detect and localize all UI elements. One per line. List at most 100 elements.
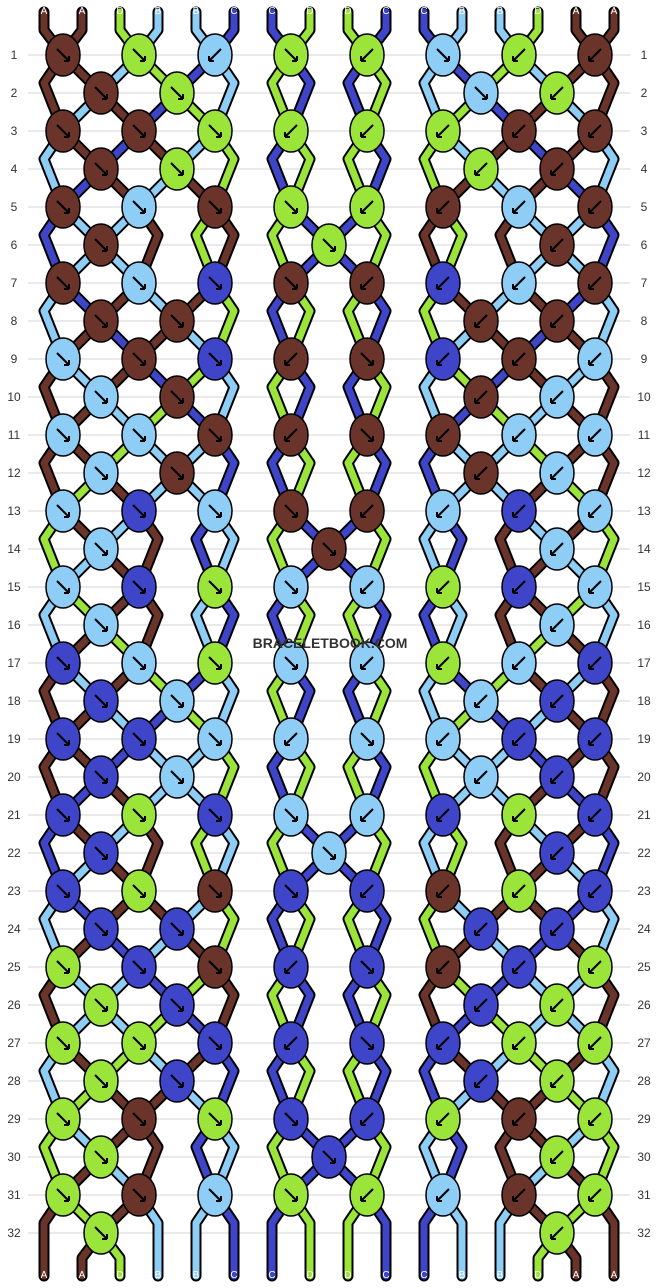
knot — [45, 185, 81, 229]
knot — [463, 755, 499, 799]
arrow-icon — [56, 428, 70, 442]
knot — [121, 109, 157, 153]
knot — [121, 185, 157, 229]
arrow-icon — [56, 276, 70, 290]
knot — [463, 71, 499, 115]
knot — [121, 261, 157, 305]
arrow-icon — [132, 884, 146, 898]
arrow-icon — [550, 770, 564, 784]
knot — [83, 983, 119, 1027]
knot — [45, 1097, 81, 1141]
knot — [83, 527, 119, 571]
arrow-icon — [360, 504, 374, 518]
arrow-icon — [56, 656, 70, 670]
row-number-right: 29 — [637, 1112, 651, 1126]
arrow-icon — [56, 1036, 70, 1050]
knot — [425, 185, 461, 229]
arrow-icon — [550, 846, 564, 860]
knot — [539, 831, 575, 875]
arrow-icon — [132, 1188, 146, 1202]
arrow-icon — [56, 732, 70, 746]
string-label: D — [306, 1270, 313, 1281]
knot — [159, 983, 195, 1027]
row-number-right: 27 — [637, 1036, 651, 1050]
arrow-icon — [94, 618, 108, 632]
knot — [577, 869, 613, 913]
knot — [83, 1059, 119, 1103]
arrow-icon — [474, 86, 488, 100]
arrow-icon — [512, 808, 526, 822]
knot — [577, 945, 613, 989]
arrow-icon — [436, 276, 450, 290]
knot — [121, 565, 157, 609]
row-number-right: 17 — [637, 656, 651, 670]
arrow-icon — [284, 1036, 298, 1050]
knot — [121, 489, 157, 533]
arrow-icon — [208, 124, 222, 138]
string-label: A — [41, 6, 48, 17]
arrow-icon — [284, 504, 298, 518]
knot — [121, 337, 157, 381]
arrow-icon — [208, 732, 222, 746]
string-label: C — [382, 1270, 389, 1281]
knot — [349, 717, 385, 761]
arrow-icon — [132, 48, 146, 62]
row-number-right: 20 — [637, 770, 651, 784]
knot — [539, 679, 575, 723]
knot — [577, 1097, 613, 1141]
arrow-icon — [94, 1074, 108, 1088]
knot — [45, 565, 81, 609]
arrow-icon — [550, 618, 564, 632]
knot — [45, 641, 81, 685]
arrow-icon — [474, 162, 488, 176]
arrow-icon — [360, 124, 374, 138]
arrow-icon — [284, 884, 298, 898]
arrow-icon — [550, 1074, 564, 1088]
knot — [197, 793, 233, 837]
arrow-icon — [208, 1036, 222, 1050]
knot — [83, 603, 119, 647]
knot — [425, 489, 461, 533]
row-number-left: 8 — [11, 314, 18, 328]
row-number-right: 21 — [637, 808, 651, 822]
arrow-icon — [208, 656, 222, 670]
knot — [501, 945, 537, 989]
arrow-icon — [360, 200, 374, 214]
knot — [539, 375, 575, 419]
arrow-icon — [512, 960, 526, 974]
arrow-icon — [94, 846, 108, 860]
arrow-icon — [588, 1112, 602, 1126]
knot — [501, 641, 537, 685]
knot — [539, 71, 575, 115]
arrow-icon — [436, 504, 450, 518]
knot — [349, 33, 385, 77]
arrow-icon — [94, 542, 108, 556]
arrow-icon — [360, 808, 374, 822]
knot — [425, 413, 461, 457]
knot — [121, 1097, 157, 1141]
arrow-icon — [132, 732, 146, 746]
arrow-icon — [474, 770, 488, 784]
knot — [577, 489, 613, 533]
arrow-icon — [588, 504, 602, 518]
arrow-icon — [360, 580, 374, 594]
knot — [197, 945, 233, 989]
knot — [273, 793, 309, 837]
arrow-icon — [436, 656, 450, 670]
knot — [463, 147, 499, 191]
string-label: A — [611, 1270, 618, 1281]
arrow-icon — [360, 1036, 374, 1050]
arrow-icon — [588, 276, 602, 290]
string-label: C — [230, 6, 237, 17]
string-label: C — [420, 6, 427, 17]
arrow-icon — [284, 48, 298, 62]
row-number-right: 7 — [641, 276, 648, 290]
knot — [425, 1173, 461, 1217]
knot — [539, 451, 575, 495]
knot — [121, 1173, 157, 1217]
string-label: C — [268, 6, 275, 17]
arrow-icon — [322, 846, 336, 860]
arrow-icon — [284, 352, 298, 366]
arrow-icon — [588, 48, 602, 62]
arrow-icon — [512, 200, 526, 214]
